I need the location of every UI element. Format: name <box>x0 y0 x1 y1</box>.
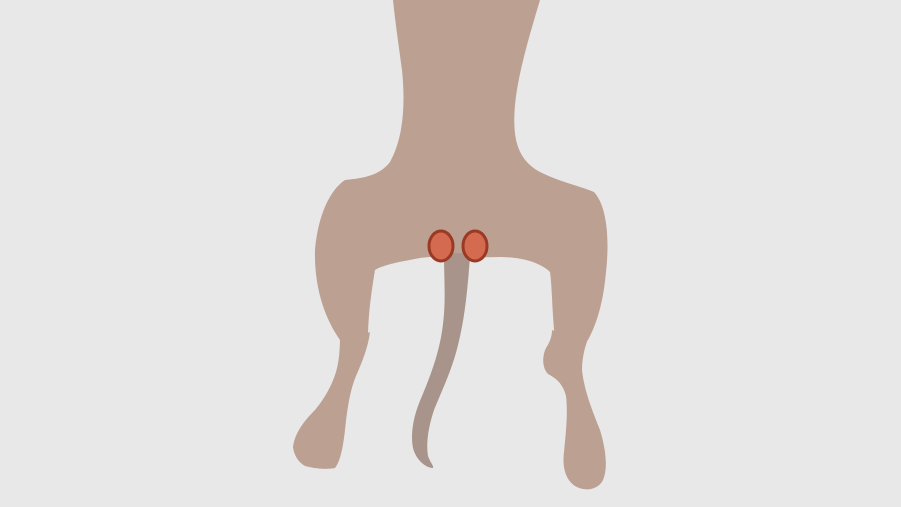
tail <box>412 253 470 468</box>
right-gland <box>461 229 489 263</box>
left-hind-leg <box>293 330 370 469</box>
torso <box>314 0 608 340</box>
left-gland <box>427 229 455 263</box>
right-hind-leg <box>543 330 606 490</box>
